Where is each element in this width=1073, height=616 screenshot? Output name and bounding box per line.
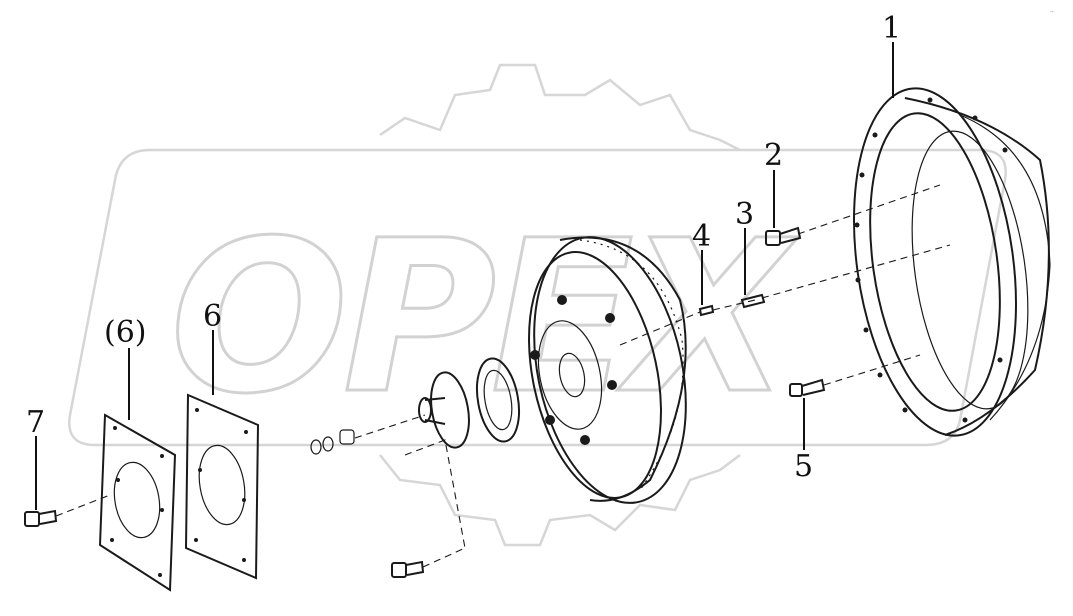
bolt-part-5 xyxy=(789,378,826,397)
callout-1: 1 xyxy=(882,11,901,46)
flywheel-disc xyxy=(528,236,687,504)
callout-3: 3 xyxy=(735,197,754,232)
cover-plate-6 xyxy=(184,393,260,580)
callout-4: 4 xyxy=(692,219,711,254)
bolt-lower xyxy=(391,560,425,578)
callout-2: 2 xyxy=(764,138,783,173)
bolt-part-2 xyxy=(765,226,802,246)
flywheel-housing xyxy=(853,87,1051,437)
pin-part-3 xyxy=(740,293,766,309)
callout-7: 7 xyxy=(26,405,45,440)
seal-rings xyxy=(310,429,355,455)
callout-6-paren: (6) xyxy=(104,315,147,350)
assembly-centerlines xyxy=(55,184,951,568)
housing-bolt-holes xyxy=(854,97,1008,423)
hub-flange xyxy=(418,371,470,449)
watermark-text: OPEX xyxy=(170,195,799,440)
gasket-ring xyxy=(475,357,521,443)
cover-plate-6-optional xyxy=(98,413,177,592)
bolt-part-7 xyxy=(24,509,58,527)
pin-part-4 xyxy=(698,304,715,317)
watermark-logo: OPEX xyxy=(68,63,1007,547)
callout-5: 5 xyxy=(794,449,813,484)
callout-6: 6 xyxy=(203,299,222,334)
leader-lines xyxy=(35,42,894,510)
flywheel-holes xyxy=(530,295,617,445)
corner-mark: .. xyxy=(1050,7,1054,14)
callout-labels: 1 2 3 4 5 6 (6) 7 xyxy=(26,11,901,484)
